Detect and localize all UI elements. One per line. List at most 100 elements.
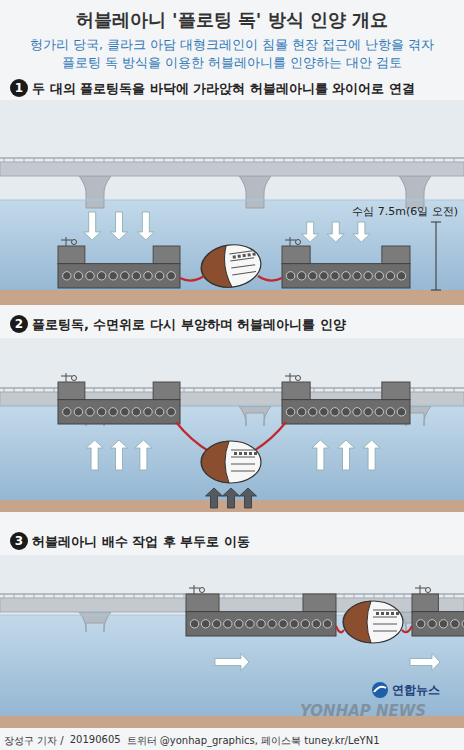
pontoon	[190, 620, 198, 628]
depth-tick	[431, 222, 441, 223]
river-water	[0, 200, 464, 305]
pontoon	[235, 620, 243, 628]
motion-arrow	[312, 440, 329, 470]
railing-post	[84, 594, 85, 598]
railing-post	[314, 388, 315, 392]
dock-tower	[282, 246, 310, 264]
railing-post	[144, 388, 145, 392]
pontoon	[297, 408, 305, 416]
footer-band	[0, 728, 464, 750]
pontoon	[312, 620, 320, 628]
ship-window	[238, 255, 241, 258]
railing-post	[34, 388, 35, 392]
railing-post	[184, 594, 185, 598]
railing-post	[94, 594, 95, 598]
dock-mast	[66, 373, 67, 382]
railing-post	[64, 158, 65, 162]
dock-mast	[61, 376, 72, 377]
salvage-wire	[180, 276, 204, 281]
salvage-wire	[258, 276, 282, 281]
dock-lamp	[72, 240, 77, 245]
railing-post	[204, 388, 205, 392]
pontoon	[397, 408, 405, 416]
railing-post	[44, 158, 45, 162]
subtitle: 헝가리 당국, 클라크 아담 대형크레인이 침몰 현장 접근에 난항을 겪자 플…	[22, 36, 442, 71]
dock-tower	[153, 382, 180, 400]
dock-mast	[290, 237, 291, 246]
railing-post	[44, 388, 45, 392]
pontoon	[386, 408, 394, 416]
watermark: YONHAP NEWS	[300, 702, 426, 720]
railing-post	[334, 158, 335, 162]
railing-post	[324, 388, 325, 392]
ship-window	[234, 452, 237, 455]
ship-hull-outline	[201, 441, 261, 483]
pontoon	[121, 272, 129, 280]
motion-arrow	[302, 222, 319, 242]
pontoon	[353, 272, 361, 280]
pontoon	[375, 272, 383, 280]
railing-post	[4, 388, 5, 392]
river-bed	[0, 290, 464, 305]
motion-arrow	[338, 440, 355, 470]
railing-post	[404, 594, 405, 598]
railing-post	[214, 388, 215, 392]
railing-post	[194, 388, 195, 392]
railing-post	[354, 594, 355, 598]
hableany-ship	[198, 241, 263, 291]
dock-mast	[66, 237, 67, 246]
railing-post	[344, 158, 345, 162]
dock-tower	[382, 246, 410, 264]
floating-dock	[186, 585, 336, 636]
footer-social: 트위터 @yonhap_graphics, 페이스북 tuney.kr/LeYN…	[127, 734, 380, 748]
salvage-wire	[252, 422, 286, 452]
railing-post	[24, 594, 25, 598]
railing-post	[444, 594, 445, 598]
pontoon	[97, 272, 105, 280]
motion-arrow	[84, 212, 101, 240]
pontoon	[462, 620, 464, 628]
pontoon	[132, 408, 140, 416]
pontoon	[167, 272, 175, 280]
ship-hull-bottom	[202, 441, 229, 483]
pontoon	[364, 272, 372, 280]
bridge-deck	[0, 162, 464, 176]
pontoon	[74, 408, 82, 416]
railing-post	[364, 158, 365, 162]
railing-post	[414, 158, 415, 162]
dock-lamp	[200, 588, 205, 593]
dock-mast	[285, 376, 296, 377]
pontoon	[279, 620, 287, 628]
pontoon	[386, 272, 394, 280]
ship-window	[239, 452, 242, 455]
ship-deck-line	[373, 624, 397, 625]
pontoon	[257, 620, 265, 628]
scene	[0, 100, 464, 305]
ship-deck-line	[231, 265, 255, 268]
ship-window	[242, 254, 245, 257]
railing-post	[354, 388, 355, 392]
ship-window	[244, 452, 247, 455]
logo-text: 연합뉴스	[392, 682, 440, 699]
railing-post	[424, 388, 425, 392]
pontoon	[155, 272, 163, 280]
dock-tower	[58, 246, 85, 264]
railing-post	[294, 594, 295, 598]
logo-swoosh	[374, 687, 386, 692]
ship-deck-line	[373, 617, 397, 618]
railing-post	[344, 388, 345, 392]
railing-post	[284, 594, 285, 598]
ship-window	[376, 612, 379, 615]
ship-deck-line	[231, 450, 255, 451]
railing-post	[224, 158, 225, 162]
dock-mast	[290, 373, 291, 382]
railing-post	[94, 158, 95, 162]
railing-post	[24, 388, 25, 392]
railing-post	[174, 158, 175, 162]
ship-deck-line	[231, 464, 255, 465]
salvage-wire	[336, 626, 344, 632]
bridge-pier	[239, 176, 271, 208]
railing-post	[84, 158, 85, 162]
step-text: 플로팅독, 수면위로 다시 부양하며 허블레아니를 인양	[32, 316, 346, 334]
